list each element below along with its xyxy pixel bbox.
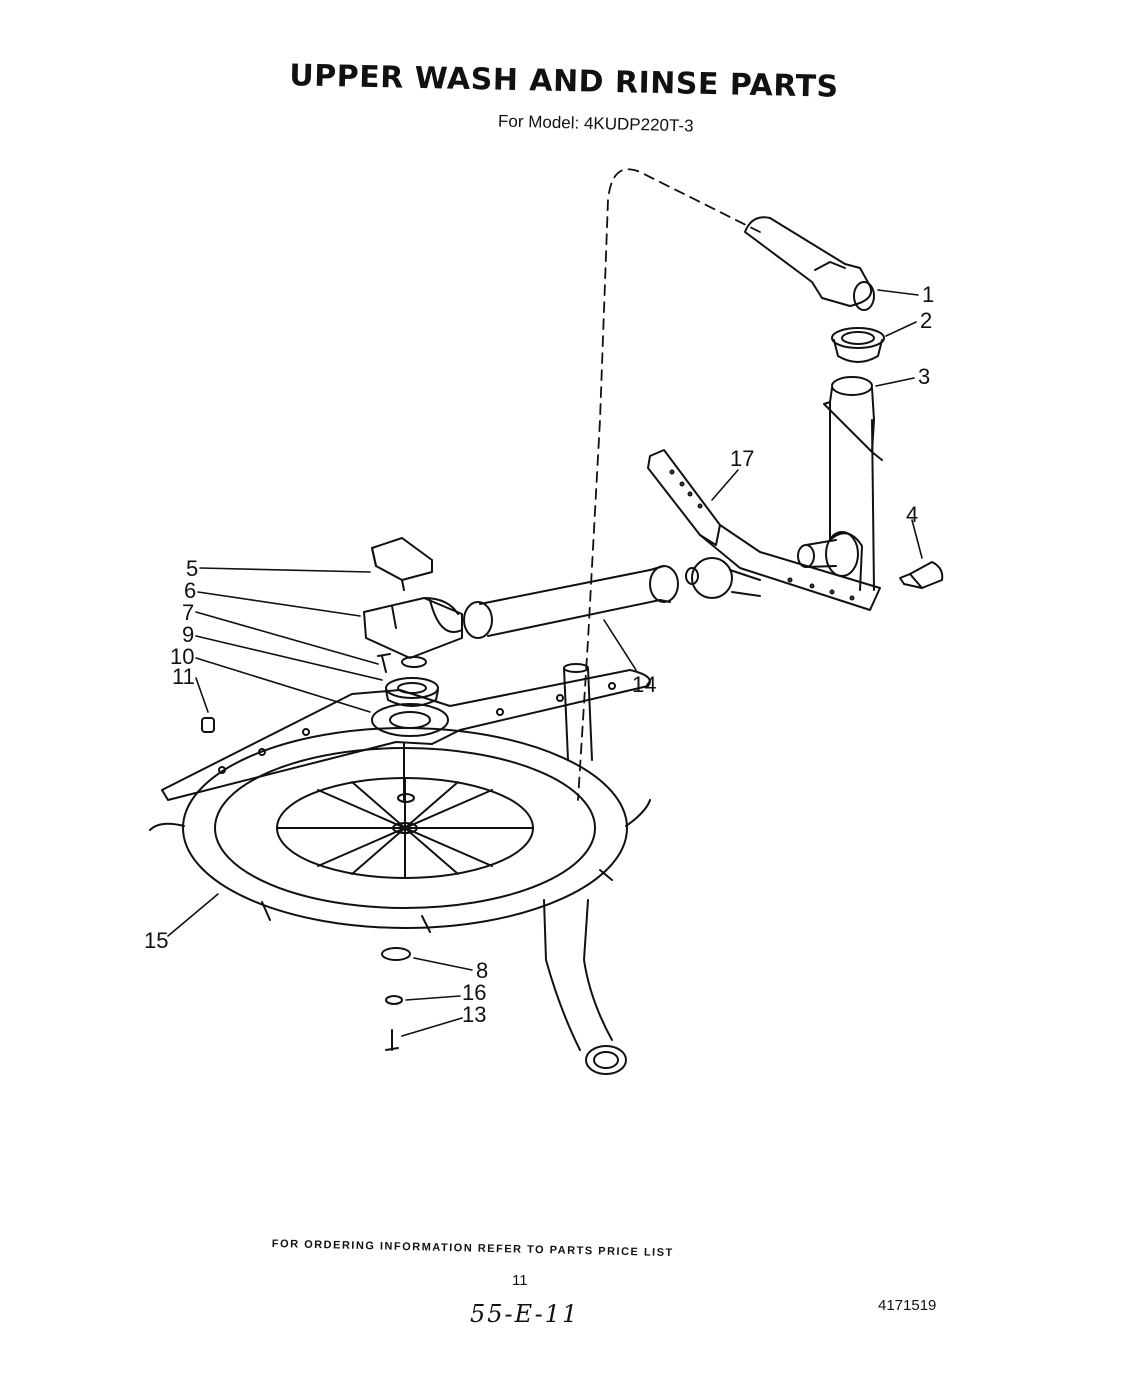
part-14-horizontal-tube xyxy=(463,565,679,639)
part-15-rack-wheel xyxy=(149,727,651,933)
callout-9: 9 xyxy=(182,622,194,647)
callout-2: 2 xyxy=(920,308,932,333)
callout-1: 1 xyxy=(922,282,934,307)
callout-16: 16 xyxy=(462,980,486,1005)
part-4-cap xyxy=(899,561,944,589)
manifold-hub xyxy=(797,531,859,577)
part-3-supply-tube xyxy=(823,376,883,591)
leader-lines xyxy=(167,289,923,1037)
part-6-clip-housing xyxy=(363,597,463,659)
part-17-bracket xyxy=(647,449,881,611)
part-5-clip xyxy=(371,537,433,591)
callout-3: 3 xyxy=(918,364,930,389)
part-7-screw xyxy=(377,653,391,673)
callout-7: 7 xyxy=(182,600,194,625)
callout-11: 11 xyxy=(172,664,195,689)
callout-6: 6 xyxy=(184,578,196,603)
handwritten-note: 55-E-11 xyxy=(470,1300,580,1328)
part-10-bearing-ring xyxy=(385,677,439,707)
page-number: 11 xyxy=(512,1272,528,1289)
callout-8: 8 xyxy=(476,958,488,983)
callout-13: 13 xyxy=(462,1002,486,1027)
callout-14: 14 xyxy=(632,672,656,697)
callout-10: 10 xyxy=(170,644,194,669)
callout-15: 15 xyxy=(144,928,168,953)
hub-sphere xyxy=(685,557,761,599)
callout-4: 4 xyxy=(906,502,918,527)
callout-5: 5 xyxy=(186,556,198,581)
part-9-washer xyxy=(401,656,427,668)
document-number: 4171519 xyxy=(878,1297,937,1314)
part-16-washer xyxy=(385,995,403,1005)
part-2-grommet xyxy=(831,327,885,363)
vertical-pipe xyxy=(543,663,627,1075)
callout-17: 17 xyxy=(730,446,754,471)
part-13-screw xyxy=(385,1029,399,1051)
part-1-elbow-tube xyxy=(744,216,875,311)
dashed-feed-line xyxy=(577,168,761,801)
part-8-washer xyxy=(381,947,411,961)
part-11-plug xyxy=(201,717,215,733)
